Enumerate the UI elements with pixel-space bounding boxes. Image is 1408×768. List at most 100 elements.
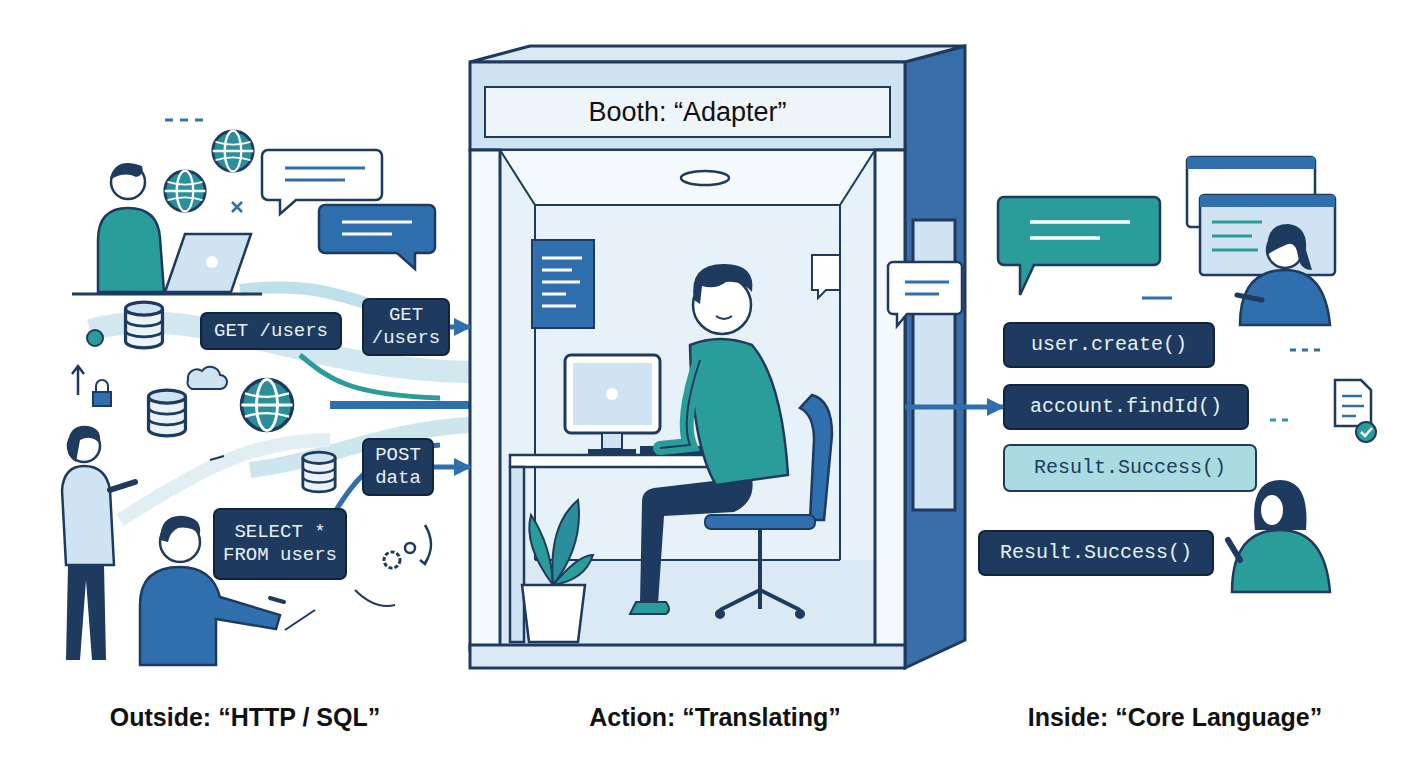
document-icon-part — [1361, 428, 1372, 436]
potted-plant-part — [529, 515, 553, 585]
booth-sign-text: Booth: “Adapter” — [588, 97, 786, 128]
code-text: GET /users — [214, 320, 328, 343]
caption-label: Action: “Translating” — [495, 703, 935, 732]
small-icons-part — [96, 380, 108, 392]
document-icon-part — [1335, 380, 1371, 426]
translator-person-part — [716, 316, 732, 319]
small-icons-part — [93, 392, 111, 406]
standing-person-part — [62, 466, 114, 565]
translator-person-part — [693, 264, 752, 304]
booth-desk-part — [565, 355, 660, 433]
small-icons-part — [405, 543, 415, 553]
speaking-person — [1228, 480, 1330, 592]
flow-arrow — [905, 405, 1003, 410]
speaking-person-part — [1232, 530, 1330, 592]
code-box: Result.Success() — [1003, 444, 1257, 492]
window-person-part — [1267, 224, 1312, 270]
adapter-booth-part — [875, 150, 905, 650]
adapter-booth-part — [500, 150, 875, 645]
laptop-user-part — [72, 293, 262, 296]
adapter-booth-part — [470, 62, 905, 150]
laptop-user-part — [165, 234, 251, 292]
flow-ribbons-part — [310, 399, 360, 401]
standing-person-part — [110, 482, 135, 490]
app-windows-part — [1187, 157, 1315, 169]
database-icon-part — [126, 302, 163, 348]
booth-desk-part — [510, 467, 524, 642]
translator-person-part — [640, 478, 753, 604]
small-icons-part — [384, 552, 400, 568]
database-icon — [126, 302, 336, 492]
adapter-booth-part — [470, 46, 965, 62]
globe-icon-part — [165, 171, 205, 211]
potted-plant — [522, 500, 593, 642]
translator-person-part — [800, 395, 832, 520]
small-icons-part — [355, 590, 395, 606]
translator-person — [630, 264, 832, 619]
booth-bubbles-part — [905, 282, 949, 294]
right-bubbles-part — [1030, 222, 1130, 238]
database-icon-part — [303, 452, 335, 492]
pointing-person-part — [140, 567, 280, 665]
globe-icon-part — [213, 131, 253, 171]
code-box: POST data — [362, 438, 434, 496]
app-windows-part — [1212, 222, 1262, 250]
code-text: user.create() — [1031, 333, 1187, 357]
code-box: GET /users — [362, 298, 450, 356]
small-icons — [72, 330, 431, 630]
booth-desk-part — [606, 388, 618, 400]
speech-bubble-part — [285, 168, 365, 180]
pointing-person-part — [270, 598, 284, 602]
laptop-user — [72, 163, 262, 294]
translator-person-part — [660, 360, 700, 448]
globe-icon-part — [241, 379, 292, 430]
potted-plant-part — [522, 585, 585, 642]
flow-arrow — [450, 325, 470, 330]
database-icon-part — [149, 390, 186, 436]
booth-bubbles-part — [888, 262, 962, 326]
booth-desk-part — [588, 449, 636, 455]
app-windows — [1187, 157, 1335, 275]
adapter-booth-part — [470, 645, 905, 668]
booth-desk-part — [602, 433, 622, 449]
window-person-part — [1237, 295, 1262, 300]
laptop-user-part — [98, 208, 164, 292]
adapter-booth-part — [542, 258, 582, 306]
window-person — [1237, 224, 1330, 325]
code-text: account.findId() — [1030, 395, 1222, 419]
translator-person-part — [715, 609, 725, 619]
standing-person — [62, 426, 135, 660]
code-text: GET /users — [370, 304, 442, 350]
small-icons-part — [420, 525, 431, 564]
booth-desk-part — [573, 363, 652, 425]
adapter-booth: Booth: “Adapter” — [470, 62, 905, 668]
speech-bubble — [165, 120, 435, 269]
speaking-person-part — [1260, 494, 1284, 526]
code-box: Result.Success() — [978, 530, 1214, 576]
code-box: SELECT * FROM users — [213, 508, 347, 580]
booth-sign: Booth: “Adapter” — [484, 86, 891, 138]
laptop-user-part — [110, 163, 143, 180]
standing-person-part — [66, 565, 106, 660]
translator-person-part — [630, 602, 669, 614]
code-box: user.create() — [1003, 322, 1215, 368]
app-windows-part — [1200, 195, 1335, 275]
document-icon-part — [1356, 422, 1376, 442]
small-icons-part — [87, 330, 103, 346]
laptop-user-part — [206, 256, 218, 268]
document-icon — [1335, 380, 1376, 442]
translator-person-part — [720, 529, 800, 610]
adapter-booth — [470, 46, 965, 668]
translator-person-part — [705, 515, 815, 529]
small-icons-part — [72, 366, 84, 395]
caption-label: Inside: “Core Language” — [955, 703, 1395, 732]
standing-person-part — [68, 426, 101, 462]
adapter-booth-part — [470, 150, 500, 650]
adapter-booth-part — [905, 46, 965, 668]
translator-person-part — [795, 609, 805, 619]
code-text: POST data — [370, 444, 426, 490]
code-box: GET /users — [200, 312, 342, 350]
flow-arrow — [434, 465, 470, 470]
speech-bubble-part — [232, 202, 242, 212]
